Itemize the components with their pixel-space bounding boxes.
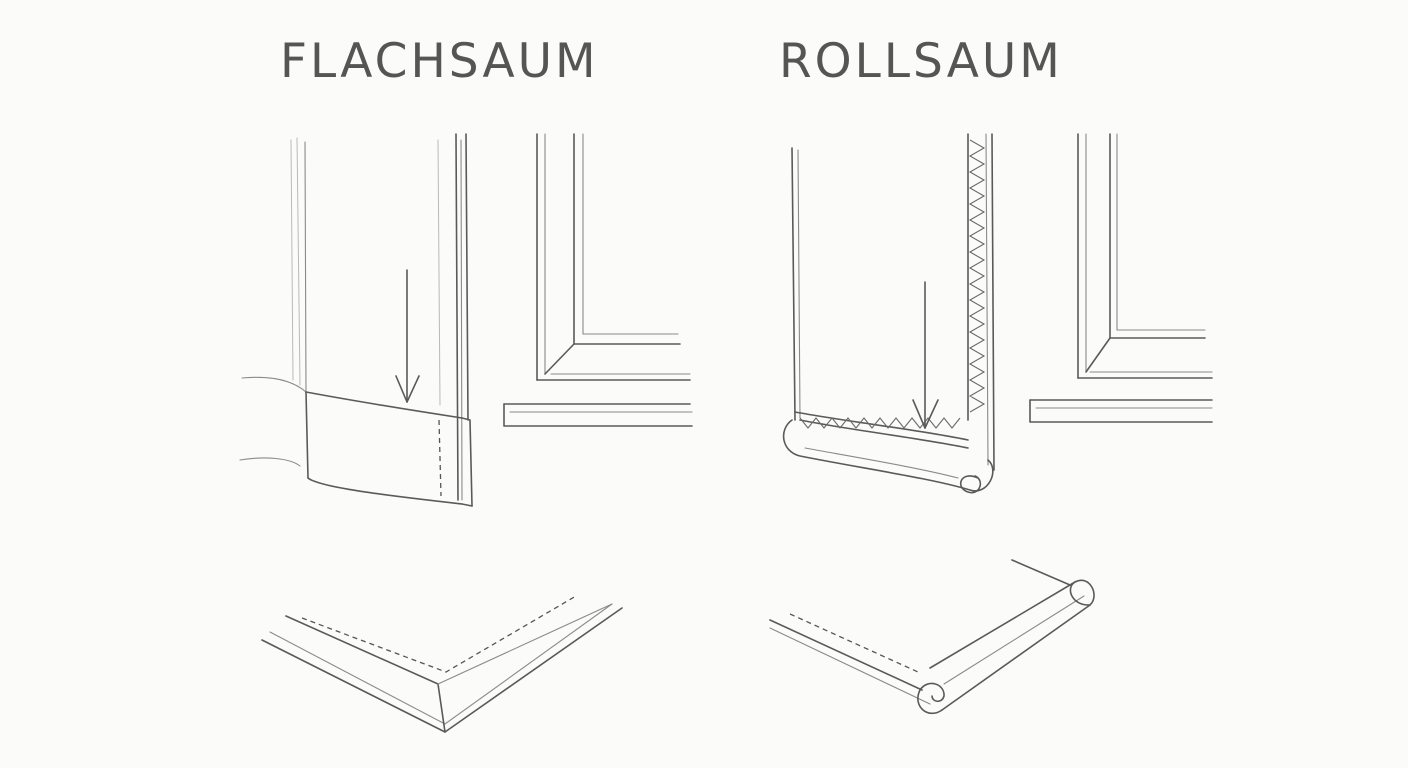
rolled-hem-window-frame — [1029, 133, 1213, 423]
rolled-hem-fold — [782, 411, 994, 494]
flat-hem-curtain-panel — [239, 133, 469, 501]
rolled-hem-arrow — [912, 281, 939, 429]
flat-hem-window-frame — [503, 133, 693, 427]
flat-hem-title: FLACHSAUM — [280, 34, 599, 89]
rolled-hem-corner-detail — [769, 559, 1095, 715]
flat-hem-arrow — [395, 269, 420, 403]
flat-hem-fold — [305, 391, 473, 507]
rolled-hem-title: ROLLSAUM — [779, 34, 1063, 89]
flat-hem-corner-detail — [261, 595, 623, 733]
rolled-hem-curtain-panel — [791, 133, 995, 471]
